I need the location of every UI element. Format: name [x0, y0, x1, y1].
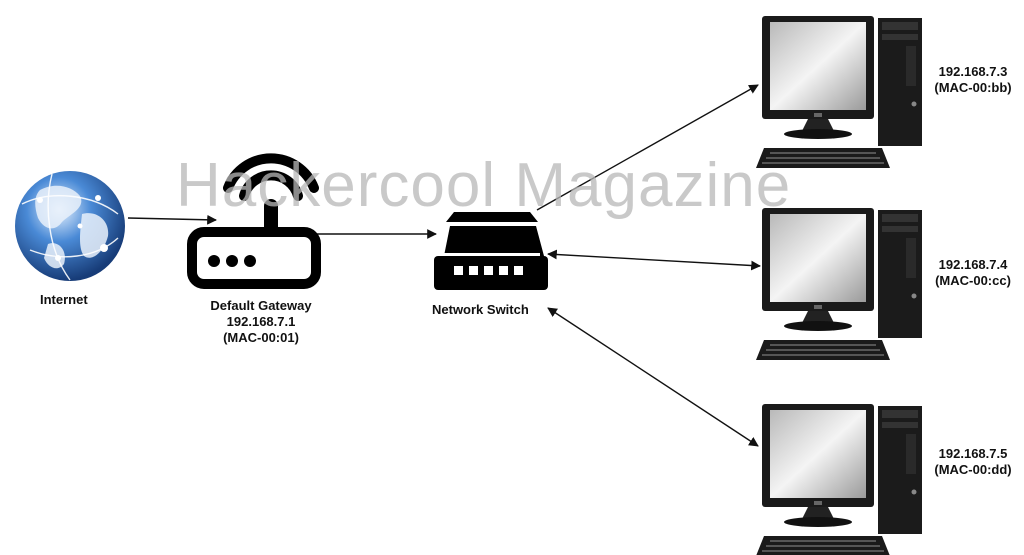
desktop-computer-icon — [756, 404, 922, 555]
gateway-ip: 192.168.7.1 — [226, 314, 296, 329]
host-ip: 192.168.7.3 — [938, 64, 1008, 79]
link-switch-host-2 — [547, 249, 761, 271]
watermark: Hackercool Magazine — [176, 151, 792, 220]
connections — [127, 84, 761, 447]
host-1-label: 192.168.7.3 (MAC-00:bb) — [928, 64, 1018, 96]
globe-icon — [15, 171, 125, 281]
gateway-name: Default Gateway — [210, 298, 312, 313]
switch-label: Network Switch — [432, 302, 529, 317]
link-switch-host-1 — [536, 84, 759, 211]
link-internet-gateway — [127, 214, 217, 225]
host-mac: (MAC-00:dd) — [934, 462, 1012, 477]
network-switch-icon — [434, 212, 548, 290]
host-mac: (MAC-00:bb) — [934, 80, 1012, 95]
host-3-label: 192.168.7.5 (MAC-00:dd) — [928, 446, 1018, 478]
host-ip: 192.168.7.4 — [938, 257, 1008, 272]
host-2-label: 192.168.7.4 (MAC-00:cc) — [928, 257, 1018, 289]
desktop-computer-icon — [756, 16, 922, 168]
gateway-mac: (MAC-00:01) — [223, 330, 299, 345]
desktop-computer-icon — [756, 208, 922, 360]
gateway-label: Default Gateway 192.168.7.1 (MAC-00:01) — [196, 298, 326, 346]
internet-label: Internet — [40, 292, 88, 307]
wifi-router-icon — [187, 153, 321, 289]
link-switch-host-3 — [547, 307, 759, 447]
host-ip: 192.168.7.5 — [938, 446, 1008, 461]
host-mac: (MAC-00:cc) — [935, 273, 1011, 288]
